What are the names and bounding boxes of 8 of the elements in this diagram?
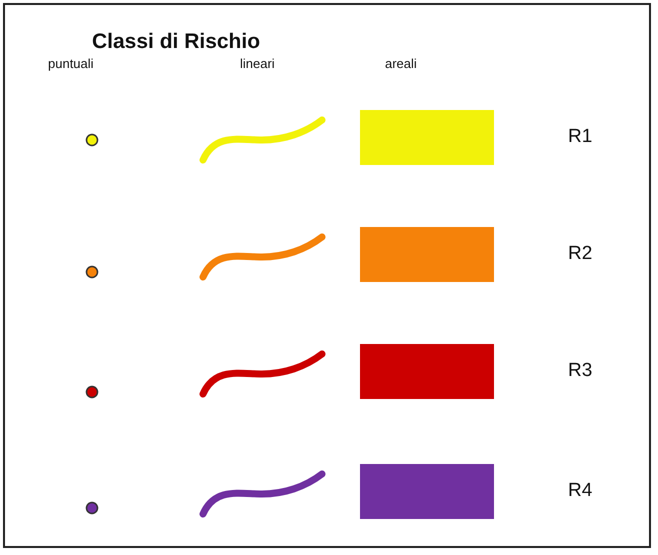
legend-label: R2 (568, 243, 592, 265)
column-header: lineari (240, 56, 275, 71)
column-header: areali (385, 56, 417, 71)
column-header: puntuali (48, 56, 94, 71)
legend-title: Classi di Rischio (92, 30, 260, 54)
legend-label: R4 (568, 480, 592, 502)
legend-label: R3 (568, 360, 592, 382)
legend-label: R1 (568, 126, 592, 148)
